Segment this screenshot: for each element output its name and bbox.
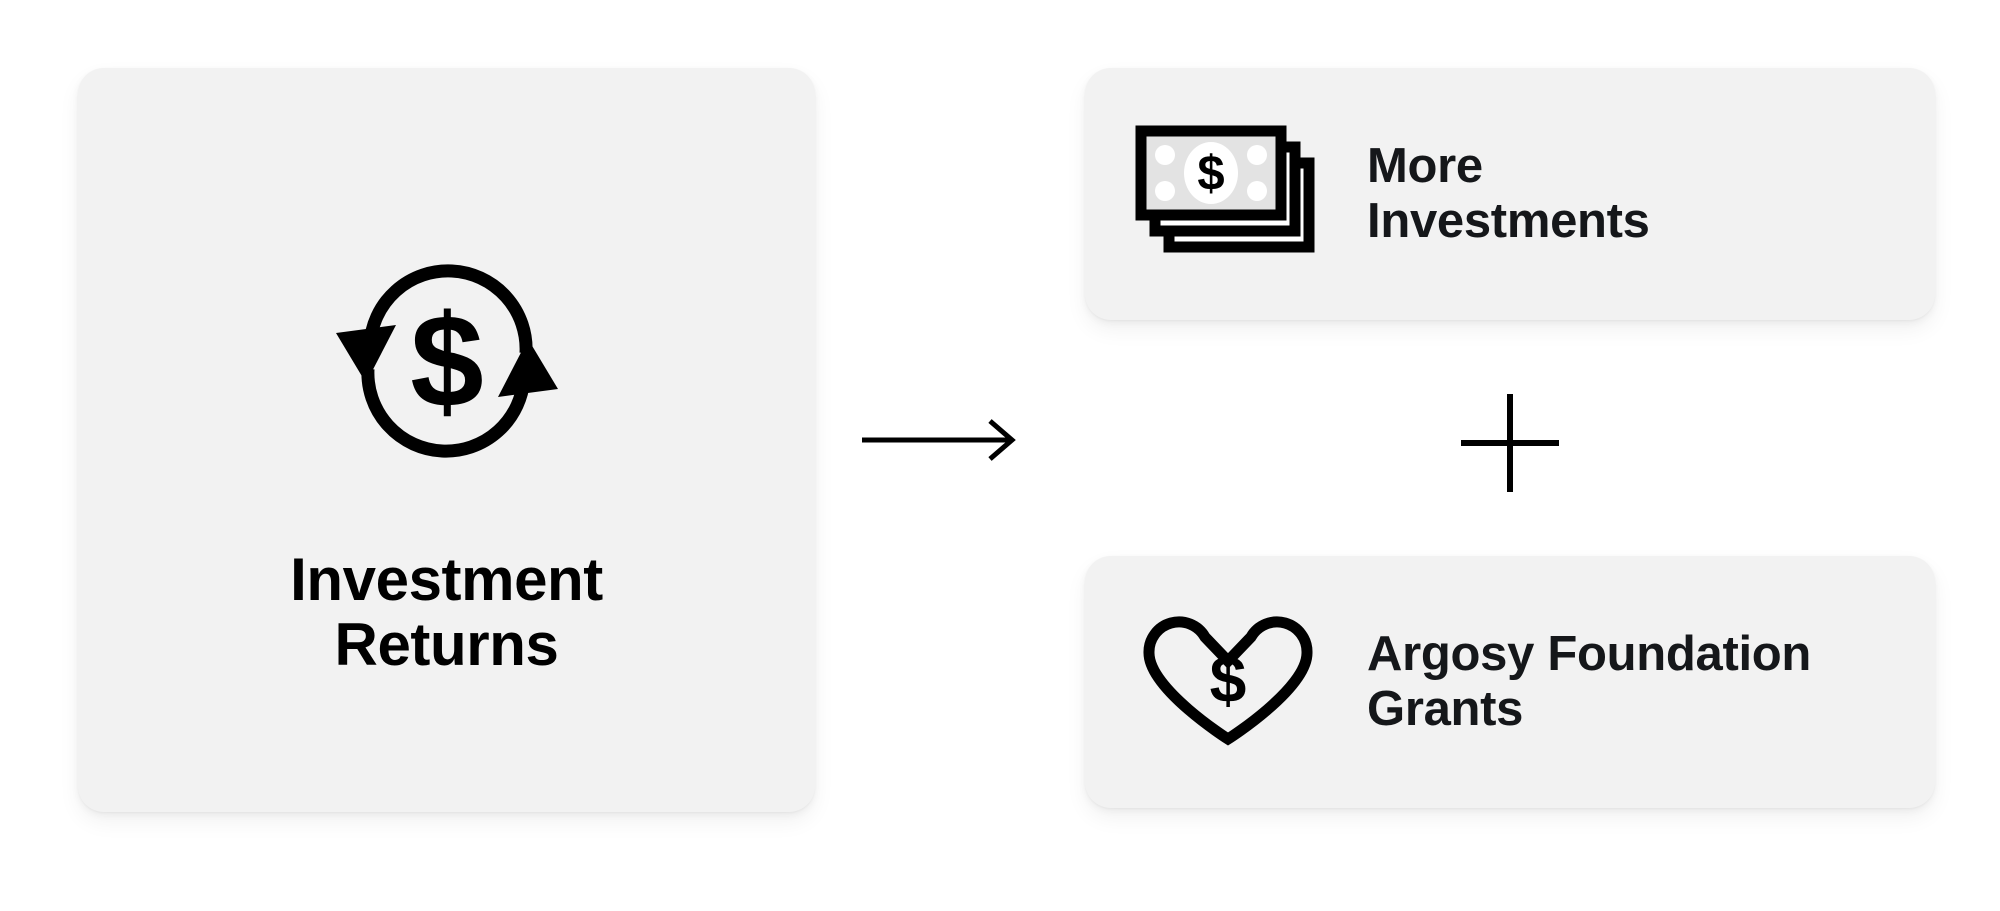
svg-text:$: $ [1197,147,1224,201]
plus-icon [1455,388,1565,498]
svg-text:$: $ [410,288,483,435]
money-stack-icon: $ [1133,119,1323,269]
card-title-line-2: Investments [1367,194,1650,248]
svg-text:$: $ [1210,642,1247,716]
card-investment-returns[interactable]: $ Investment Returns [78,68,815,812]
card-title-more-investments: More Investments [1367,139,1650,250]
card-title-line-2: Returns [334,611,559,678]
right-arrow-icon [862,405,1042,475]
card-argosy-grants[interactable]: $ Argosy Foundation Grants [1085,556,1935,808]
card-title-line-1: Argosy Foundation [1367,626,1812,681]
card-title-line-2: Grants [1367,682,1524,736]
card-title-argosy-grants: Argosy Foundation Grants [1367,627,1811,738]
heart-dollar-icon: $ [1133,607,1323,757]
card-title-line-1: Investment [290,546,603,614]
card-more-investments[interactable]: $ More Investments [1085,68,1935,320]
card-title-line-1: More [1367,138,1483,193]
card-title-investment-returns: Investment Returns [290,546,603,678]
cycle-dollar-icon: $ [317,236,577,486]
